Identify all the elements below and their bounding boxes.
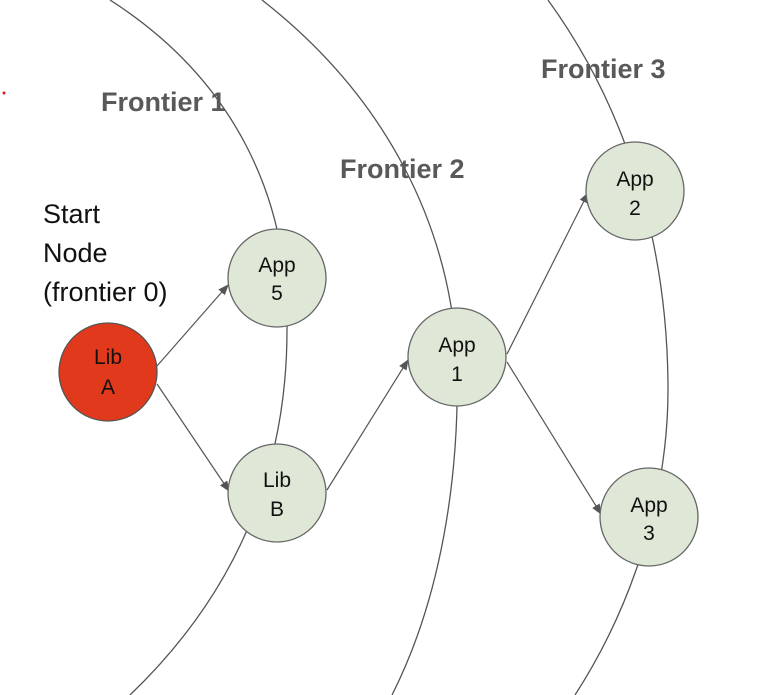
start-label-line1: Start (43, 199, 101, 229)
frontier-2-label: Frontier 2 (340, 154, 465, 184)
node-app-1: App 1 (407, 307, 507, 407)
frontier-3-arc (547, 0, 669, 695)
frontier-1-label: Frontier 1 (101, 87, 226, 117)
edge-lib-a-app-5 (156, 284, 229, 367)
start-label-line3: (frontier 0) (43, 277, 168, 307)
node-app-2: App 2 (585, 141, 685, 241)
node-lib-b-line2: B (270, 498, 284, 521)
stray-dot (2, 91, 6, 95)
node-app-1-line1: App (438, 334, 475, 357)
edge-app-1-app-3 (506, 361, 602, 515)
node-app-3-line2: 3 (643, 522, 655, 545)
node-lib-a: Lib A (58, 322, 158, 422)
node-lib-a-line2: A (101, 376, 115, 399)
start-label-line2: Node (43, 238, 108, 268)
node-app-5-line1: App (258, 254, 295, 277)
node-lib-a-line1: Lib (94, 346, 122, 369)
node-app-5: App 5 (227, 228, 327, 328)
node-lib-b-line1: Lib (263, 469, 291, 492)
node-app-3: App 3 (599, 467, 699, 567)
frontier-3-label: Frontier 3 (541, 54, 666, 84)
node-app-3-line1: App (630, 494, 667, 517)
node-app-5-line2: 5 (271, 282, 283, 305)
edge-lib-b-app-1 (326, 359, 409, 491)
node-lib-b: Lib B (227, 443, 327, 543)
node-app-2-line2: 2 (629, 197, 641, 220)
node-app-2-line1: App (616, 168, 653, 191)
frontier-1-arc (109, 0, 288, 695)
edge-lib-a-lib-b (156, 383, 230, 492)
edge-app-1-app-2 (506, 192, 589, 355)
node-app-1-line2: 1 (451, 363, 463, 386)
